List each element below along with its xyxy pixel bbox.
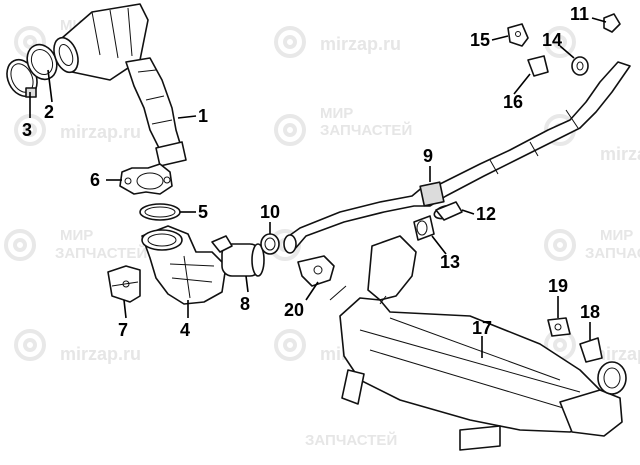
watermark-text: mirzap.ru	[60, 344, 141, 364]
catalytic-converter-part-4	[141, 225, 227, 305]
bracket-part-7	[107, 265, 141, 303]
watermark-text: МИР	[600, 227, 633, 244]
watermark-text: ЗАПЧАСТЕЙ	[305, 431, 397, 449]
clamp-ring-part-10	[260, 233, 280, 255]
callout-labels: 1 2 3 4 5 6 7 8 9 10 11 12 13 14 15 16 1…	[22, 4, 600, 340]
callout-number: 13	[440, 252, 460, 272]
bracket-part-20	[297, 255, 335, 287]
callout-number: 19	[548, 276, 568, 296]
watermark-text: mirzap.ru	[320, 34, 401, 54]
ring-part-5	[139, 203, 181, 221]
callout-number: 15	[470, 30, 490, 50]
callout-number: 11	[570, 4, 589, 24]
flange-gasket-part-6	[119, 163, 173, 195]
callout-number: 10	[260, 202, 280, 222]
callout-number: 6	[90, 170, 100, 190]
leader-lines	[29, 17, 607, 358]
rear-muffler-part-17	[329, 235, 627, 451]
callout-number: 9	[423, 146, 433, 166]
callout-number: 5	[198, 202, 208, 222]
callout-number: 7	[118, 320, 128, 340]
clamp-part-15	[507, 23, 529, 47]
watermark-text: mirzap.ru	[600, 144, 640, 164]
callout-number: 2	[44, 102, 54, 122]
watermark-text: МИР	[60, 227, 93, 244]
intermediate-pipe-part-9	[283, 61, 631, 254]
watermark-text: ЗАПЧАСТЕЙ	[585, 244, 640, 262]
callout-number: 1	[198, 106, 208, 126]
resonator-part-8	[211, 235, 265, 277]
watermark-text: ЗАПЧАСТЕЙ	[55, 244, 147, 262]
callout-number: 18	[580, 302, 600, 322]
callout-number: 3	[22, 120, 32, 140]
watermark-text: mirzap.ru	[590, 344, 640, 364]
callout-number: 20	[284, 300, 304, 320]
watermark-text: mirzap.ru	[60, 122, 141, 142]
watermark-text: ЗАПЧАСТЕЙ	[320, 121, 412, 139]
callout-number: 16	[503, 92, 523, 112]
callout-number: 4	[180, 320, 190, 340]
insulator-part-13	[413, 215, 435, 241]
insulator-part-14	[571, 56, 589, 76]
callout-number: 12	[476, 204, 496, 224]
bracket-part-16	[527, 55, 549, 77]
insulator-part-12	[433, 201, 463, 221]
front-pipe-part-1	[53, 3, 187, 167]
hanger-part-11	[603, 13, 621, 33]
watermark-text: МИР	[320, 105, 353, 122]
bracket-part-19	[547, 317, 571, 337]
callout-number: 8	[240, 294, 250, 314]
callout-number: 17	[472, 318, 492, 338]
hanger-part-18	[579, 337, 603, 363]
callout-number: 14	[542, 30, 562, 50]
